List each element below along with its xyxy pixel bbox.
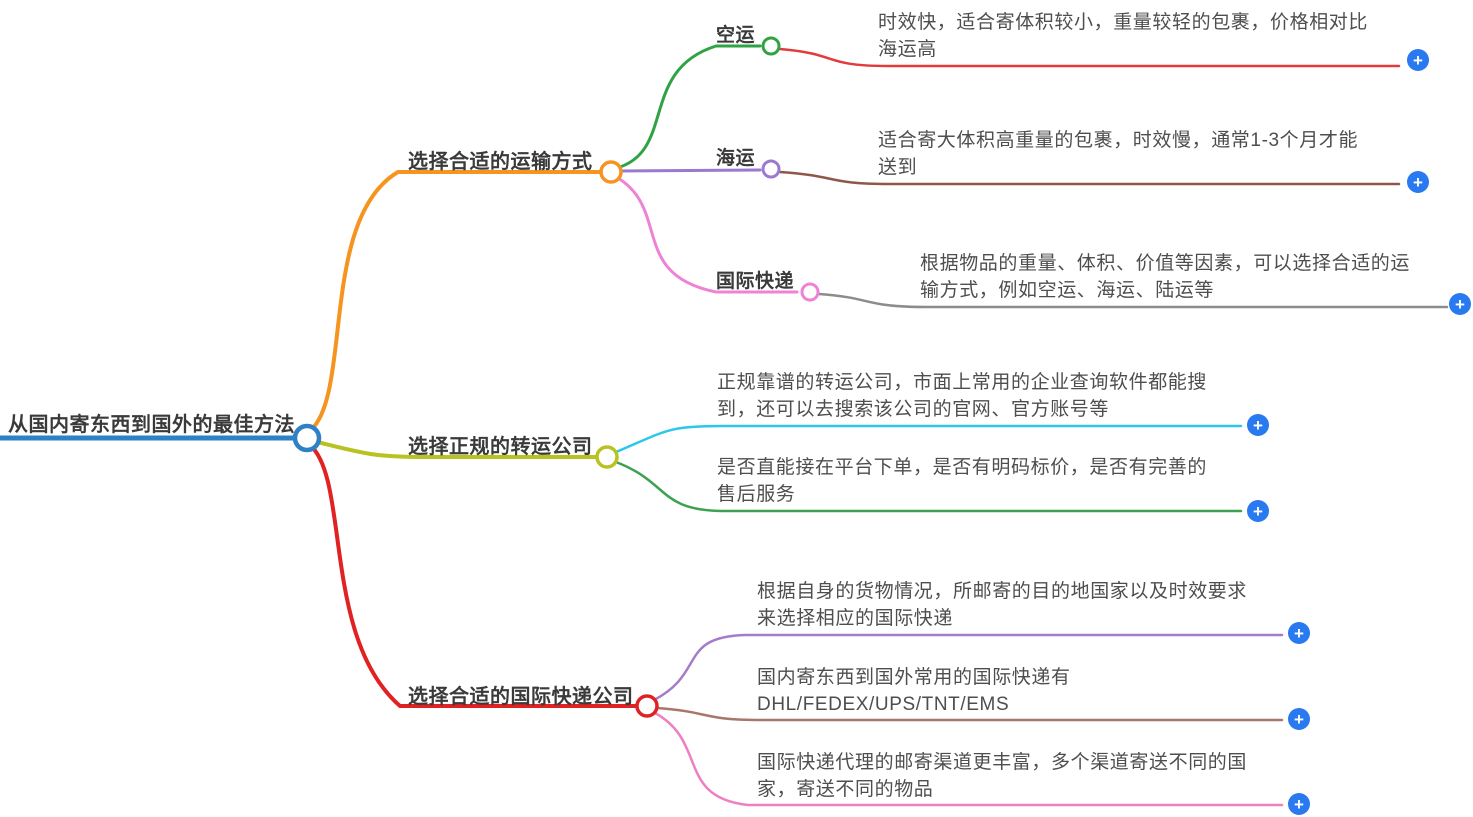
branch-label-express-company[interactable]: 选择合适的国际快递公司 (408, 686, 634, 708)
node-circle-intl-express[interactable] (800, 282, 820, 302)
add-node-button-sea-detail[interactable]: + (1407, 171, 1429, 193)
add-node-button-company-search[interactable]: + (1247, 414, 1269, 436)
node-circle-transfer-company[interactable] (595, 445, 619, 469)
edge-topic-intl-express (616, 176, 799, 294)
note-line: DHL/FEDEX/UPS/TNT/EMS (757, 694, 1010, 715)
topic-label-sea[interactable]: 海运 (716, 148, 756, 169)
note-agent-channels[interactable]: 国际快递代理的邮寄渠道更丰富，多个渠道寄送不同的国 家，寄送不同的物品 (757, 749, 1247, 803)
node-circle-express-company[interactable] (635, 694, 659, 718)
node-circle-air[interactable] (761, 36, 781, 56)
add-node-button-goods-situation[interactable]: + (1288, 622, 1310, 644)
edge-note-company-search (614, 424, 1243, 454)
note-line: 时效快，适合寄体积较小，重量较轻的包裹，价格相对比 (878, 12, 1369, 33)
note-line: 海运高 (878, 39, 937, 60)
note-line: 根据物品的重量、体积、价值等因素，可以选择合适的运 (920, 253, 1411, 274)
add-node-button-air-detail[interactable]: + (1407, 49, 1429, 71)
edge-branch-transfer-company (311, 439, 599, 459)
node-circle-sea[interactable] (761, 159, 781, 179)
edge-branch-shipping-method (309, 170, 603, 432)
note-line: 来选择相应的国际快递 (757, 608, 954, 629)
note-platform-order[interactable]: 是否直能接在平台下单，是否有明码标价，是否有完善的 售后服务 (717, 454, 1207, 508)
root-node-label[interactable]: 从国内寄东西到国外的最佳方法 (8, 414, 295, 436)
topic-label-intl-express[interactable]: 国际快递 (716, 271, 795, 292)
note-line: 到，还可以去搜索该公司的官网、官方账号等 (717, 399, 1110, 420)
node-circle-root[interactable] (292, 423, 322, 453)
edge-note-agent-channels (653, 711, 1284, 807)
add-node-button-agent-channels[interactable]: + (1288, 793, 1310, 815)
note-line: 国内寄东西到国外常用的国际快递有 (757, 667, 1071, 688)
add-node-button-platform-order[interactable]: + (1247, 500, 1269, 522)
add-node-button-common-couriers[interactable]: + (1288, 708, 1310, 730)
note-line: 送到 (878, 157, 918, 178)
edge-note-common-couriers (655, 706, 1284, 722)
add-node-button-intl-detail[interactable]: + (1449, 293, 1471, 315)
node-circle-shipping-method[interactable] (599, 160, 623, 184)
note-line: 根据自身的货物情况，所邮寄的目的地国家以及时效要求 (757, 581, 1248, 602)
note-line: 是否直能接在平台下单，是否有明码标价，是否有完善的 (717, 457, 1208, 478)
branch-label-shipping-method[interactable]: 选择合适的运输方式 (408, 151, 593, 173)
note-common-couriers[interactable]: 国内寄东西到国外常用的国际快递有 DHL/FEDEX/UPS/TNT/EMS (757, 664, 1071, 718)
note-line: 适合寄大体积高重量的包裹，时效慢，通常1-3个月才能 (878, 130, 1359, 151)
note-company-search[interactable]: 正规靠谱的转运公司，市面上常用的企业查询软件都能搜 到，还可以去搜索该公司的官网… (717, 369, 1207, 423)
note-line: 正规靠谱的转运公司，市面上常用的企业查询软件都能搜 (717, 372, 1208, 393)
edge-note-sea-detail (778, 170, 1401, 186)
edge-topic-sea (619, 168, 762, 173)
topic-label-air[interactable]: 空运 (716, 25, 756, 46)
note-air-detail[interactable]: 时效快，适合寄体积较小，重量较轻的包裹，价格相对比 海运高 (878, 9, 1368, 63)
note-goods-situation[interactable]: 根据自身的货物情况，所邮寄的目的地国家以及时效要求 来选择相应的国际快递 (757, 578, 1247, 632)
edge-note-intl-detail (817, 292, 1449, 309)
note-line: 售后服务 (717, 484, 796, 505)
branch-label-transfer-company[interactable]: 选择正规的转运公司 (408, 436, 593, 458)
note-line: 输方式，例如空运、海运、陆运等 (920, 280, 1215, 301)
edge-note-goods-situation (652, 633, 1284, 702)
edge-topic-air (618, 44, 762, 169)
note-intl-detail[interactable]: 根据物品的重量、体积、价值等因素，可以选择合适的运 输方式，例如空运、海运、陆运… (920, 250, 1410, 304)
edge-note-platform-order (614, 460, 1243, 513)
edge-note-air-detail (778, 47, 1401, 68)
edge-branch-express-company (308, 443, 638, 708)
note-line: 家，寄送不同的物品 (757, 779, 934, 800)
note-sea-detail[interactable]: 适合寄大体积高重量的包裹，时效慢，通常1-3个月才能 送到 (878, 127, 1358, 181)
note-line: 国际快递代理的邮寄渠道更丰富，多个渠道寄送不同的国 (757, 752, 1248, 773)
